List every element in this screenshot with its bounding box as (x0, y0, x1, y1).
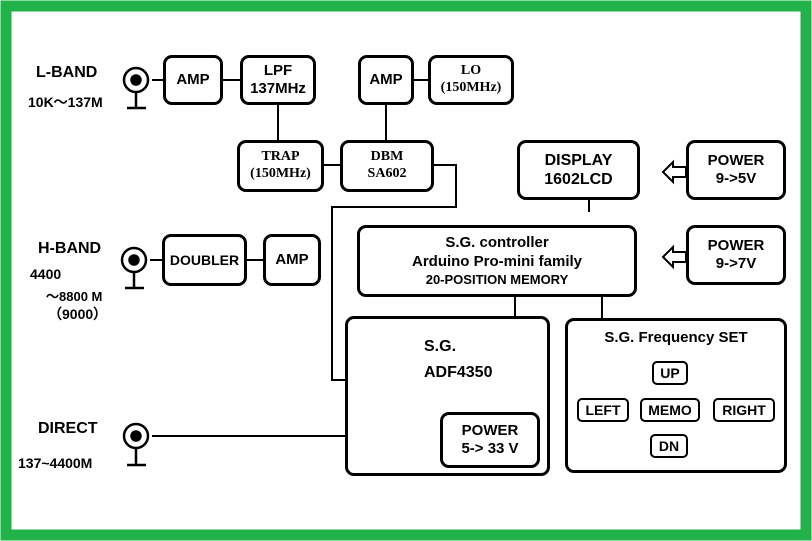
direct-label: DIRECT (38, 420, 98, 437)
display-model: 1602LCD (544, 171, 613, 188)
dn-button[interactable]: DN (650, 434, 688, 458)
controller-board: Arduino Pro-mini family (411, 252, 582, 270)
power-controller-block: POWER 9->7V (686, 225, 786, 285)
power-controller-arrow-icon (661, 244, 687, 270)
doubler-label: DOUBLER (169, 251, 240, 268)
amp-lband-label: AMP (176, 71, 210, 88)
amp-lband-block: AMP (163, 55, 223, 105)
direct-range: 137~4400M (18, 455, 93, 471)
wire-dbm-sg (331, 164, 457, 381)
direct-connector-icon (122, 422, 150, 467)
sg-label: S.G. (424, 338, 457, 355)
power-sg-block: POWER 5-> 33 V (440, 412, 540, 468)
h-band-range-start: 4400 (30, 266, 62, 282)
lo-label: LO (460, 63, 482, 79)
h-band-range-end: ～8800 M (46, 289, 103, 304)
power-sg-label: POWER (461, 422, 519, 439)
amp-lo-label: AMP (369, 71, 403, 88)
power-display-arrow-icon (661, 159, 687, 185)
dbm-block: DBM SA602 (340, 140, 434, 192)
amp-hband-label: AMP (275, 251, 309, 268)
l-band-connector-icon (122, 66, 150, 110)
amp-hband-block: AMP (263, 234, 321, 286)
h-band-range-note: （9000） (48, 306, 108, 322)
power-controller-voltage: 9->7V (715, 255, 757, 272)
controller-title: S.G. controller (445, 234, 549, 252)
h-band-connector-icon (120, 246, 148, 290)
power-controller-label: POWER (707, 237, 765, 254)
lpf-label: LPF (263, 62, 293, 79)
dbm-label: DBM (370, 149, 404, 165)
display-block: DISPLAY 1602LCD (517, 140, 640, 200)
controller-block: S.G. controller Arduino Pro-mini family … (357, 225, 637, 297)
trap-frequency: (150MHz) (250, 166, 311, 181)
up-button[interactable]: UP (652, 361, 688, 385)
controller-memory: 20-POSITION MEMORY (425, 271, 569, 287)
wires (150, 79, 603, 437)
trap-block: TRAP (150MHz) (237, 140, 324, 192)
display-label: DISPLAY (544, 151, 613, 169)
lo-frequency: (150MHz) (440, 80, 502, 95)
power-display-block: POWER 9->5V (686, 140, 786, 200)
right-button[interactable]: RIGHT (713, 398, 775, 422)
power-display-label: POWER (707, 152, 765, 169)
l-band-range: 10K～137M (28, 94, 103, 110)
freq-set-title: S.G. Frequency SET (604, 329, 748, 346)
lpf-cutoff: 137MHz (250, 80, 306, 97)
trap-label: TRAP (261, 149, 300, 165)
h-band-label: H-BAND (38, 240, 102, 257)
dbm-chip: SA602 (367, 166, 407, 181)
power-sg-voltage: 5-> 33 V (461, 440, 519, 457)
lpf-block: LPF 137MHz (240, 55, 316, 105)
left-button[interactable]: LEFT (577, 398, 629, 422)
memo-button[interactable]: MEMO (640, 398, 700, 422)
lo-block: LO (150MHz) (428, 55, 514, 105)
amp-lo-block: AMP (358, 55, 414, 105)
sg-chip: ADF4350 (424, 364, 493, 381)
l-band-label: L-BAND (36, 64, 98, 81)
doubler-block: DOUBLER (162, 234, 247, 286)
power-display-voltage: 9->5V (715, 170, 757, 187)
